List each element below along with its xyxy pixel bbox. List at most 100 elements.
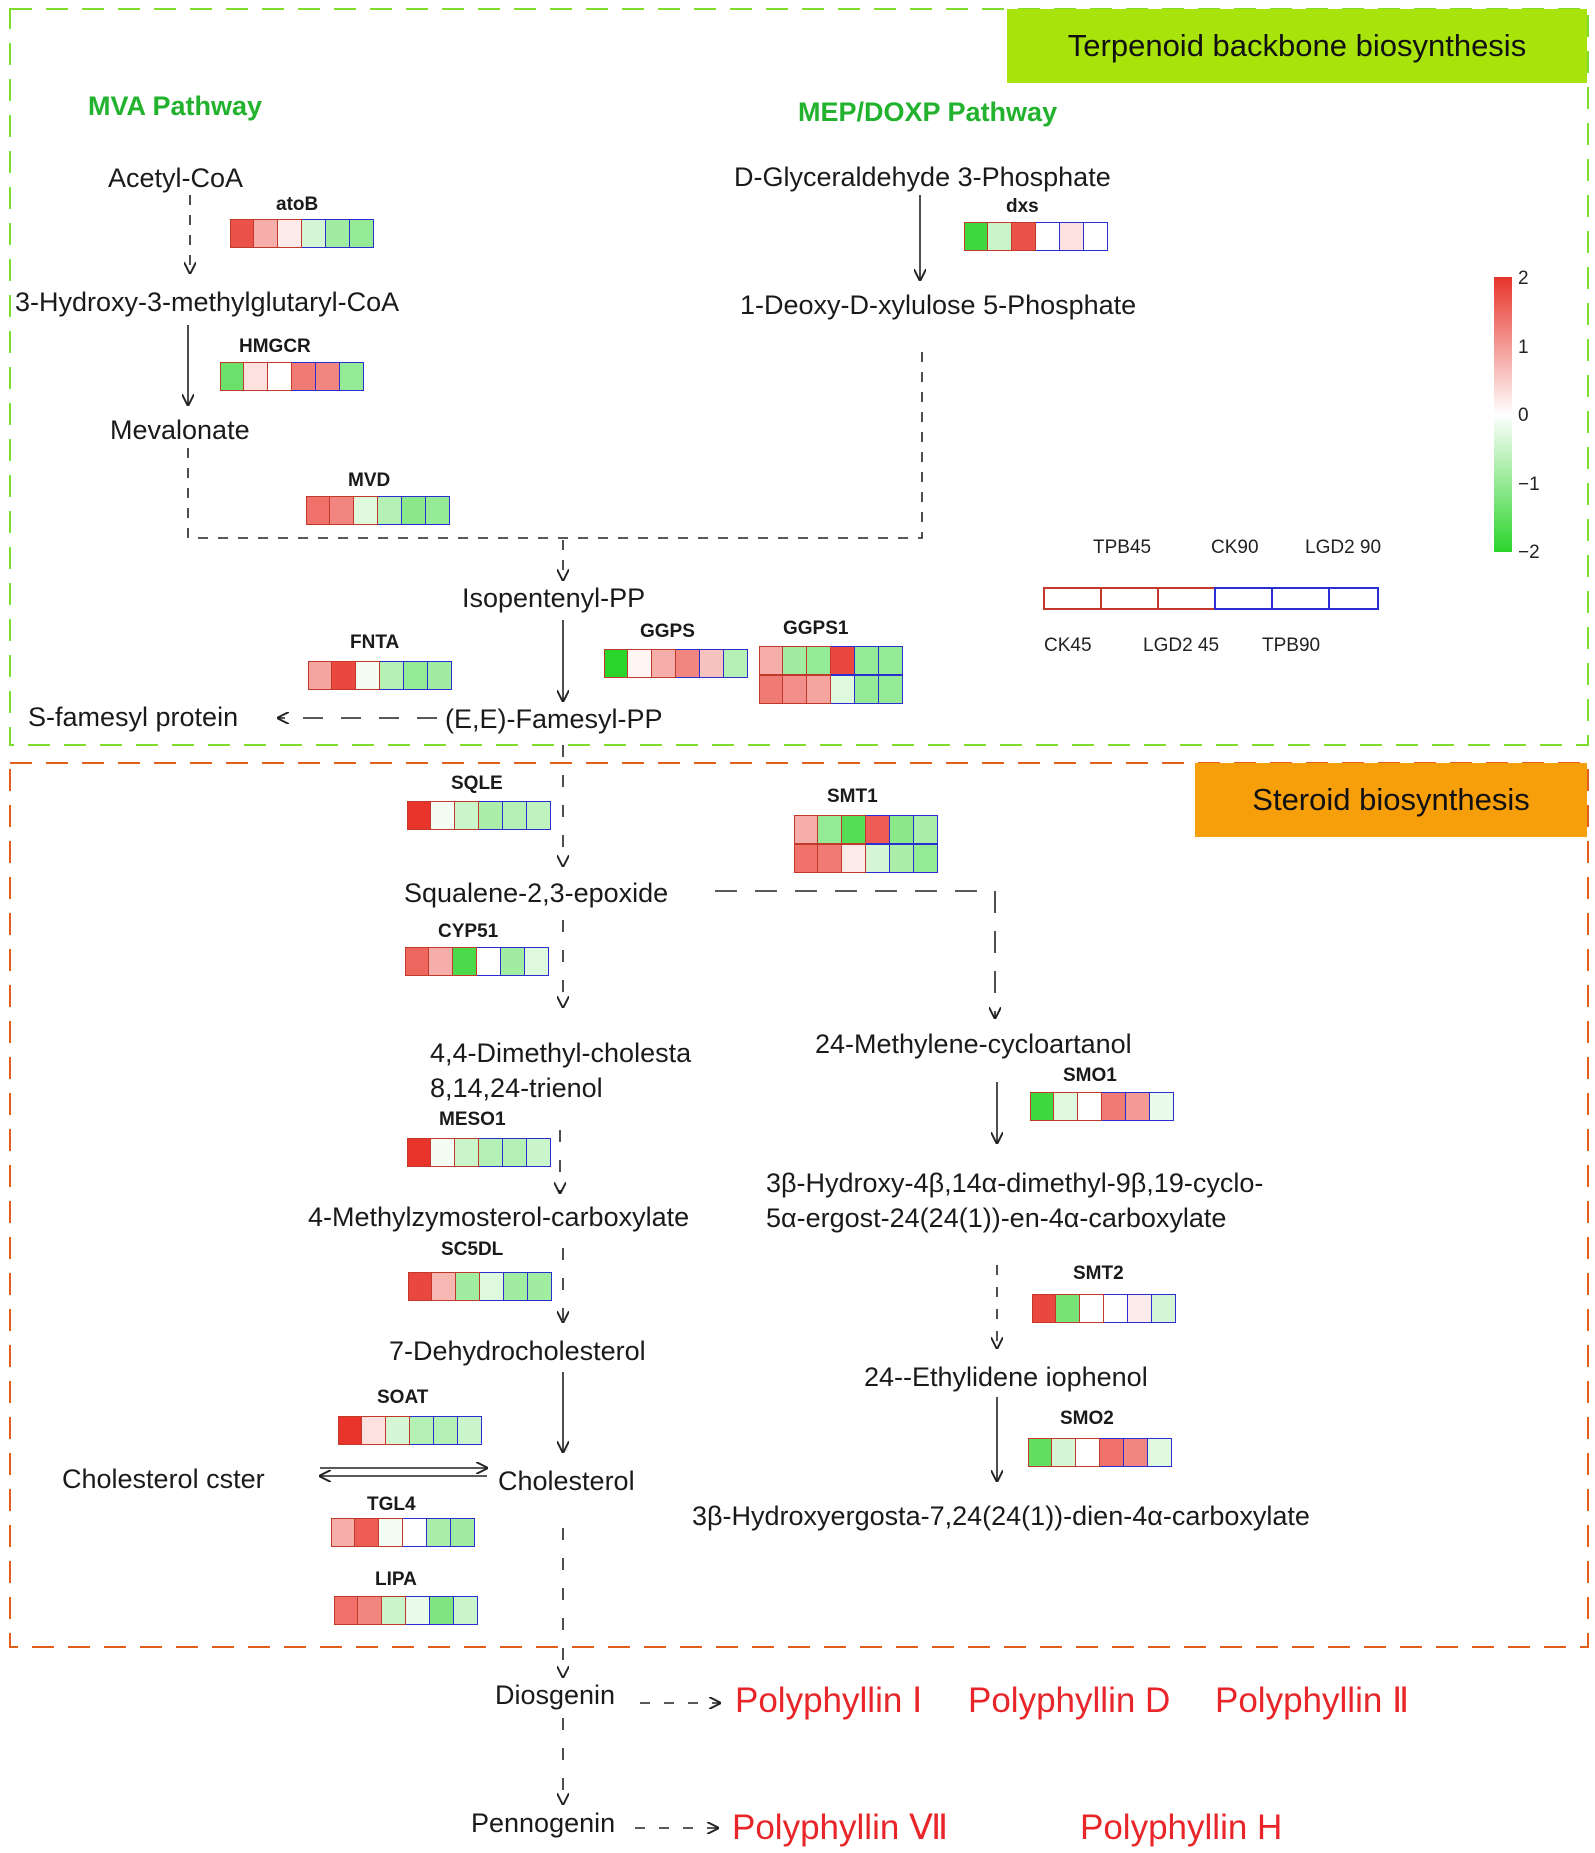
- heatmap-row: [306, 496, 450, 525]
- heatmap-cell-lgd290: [914, 844, 938, 873]
- heatmap-cell-lgd290: [527, 801, 551, 830]
- heatmap-cell-tpb90: [402, 496, 426, 525]
- legend-label-ck45: CK45: [1044, 635, 1092, 656]
- heatmap-cell-tpb90: [890, 844, 914, 873]
- gene-label-dxs: dxs: [1006, 196, 1039, 217]
- heatmap-cell-lgd290: [1152, 1294, 1176, 1323]
- heatmap-cell-ck90: [302, 219, 326, 248]
- gene-label-sqle: SQLE: [451, 773, 503, 794]
- heatmap-cell-tpb45: [244, 362, 268, 391]
- heatmap-cell-ck45: [220, 362, 244, 391]
- heatmap-cell-tpb90: [700, 649, 724, 678]
- scale-tick-0: 0: [1518, 405, 1529, 426]
- legend-cell-tpb90: [1271, 587, 1330, 610]
- heatmap-row: [338, 1416, 482, 1445]
- heatmap-row: [220, 362, 364, 391]
- heatmap-cell-ck45: [338, 1416, 362, 1445]
- heatmap-cell-tpb90: [404, 661, 428, 690]
- heatmap-cell-ck45: [230, 219, 254, 248]
- metabolite-pennogenin: Pennogenin: [471, 1808, 616, 1838]
- sample-order-legend: [1043, 587, 1379, 610]
- heatmap-cell-lgd245: [278, 219, 302, 248]
- metabolite-mevalonate: Mevalonate: [110, 415, 250, 445]
- metabolite-dimethyl-cholesta-line1: 4,4-Dimethyl-cholesta: [430, 1038, 692, 1068]
- product-polyphyllin-h: Polyphyllin H: [1080, 1808, 1283, 1847]
- heatmap-row: [407, 801, 551, 830]
- mva-pathway-label: MVA Pathway: [88, 91, 263, 121]
- legend-cell-tpb45: [1100, 587, 1159, 610]
- heatmap-cell-ck45: [331, 1518, 355, 1547]
- heatmap-cell-tpb45: [431, 801, 455, 830]
- heatmap-cell-lgd290: [350, 219, 374, 248]
- heatmap-cell-lgd245: [1076, 1438, 1100, 1467]
- heatmap-smt2: [1032, 1294, 1176, 1323]
- metabolite-dimethyl-cholesta-line2: 8,14,24-trienol: [430, 1073, 603, 1103]
- heatmap-cell-lgd290: [528, 1272, 552, 1301]
- gene-label-smo2: SMO2: [1060, 1408, 1114, 1429]
- metabolite-diosgenin: Diosgenin: [495, 1680, 616, 1710]
- heatmap-cell-lgd290: [340, 362, 364, 391]
- heatmap-cell-ck45: [308, 661, 332, 690]
- heatmap-cell-tpb45: [330, 496, 354, 525]
- scale-tick-minus-1: −1: [1518, 474, 1540, 495]
- legend-cell-lgd245: [1157, 587, 1216, 610]
- heatmap-cell-ck90: [406, 1596, 430, 1625]
- heatmap-ggps: [604, 649, 748, 678]
- heatmap-tgl4: [331, 1518, 475, 1547]
- heatmap-cell-tpb90: [1126, 1092, 1150, 1121]
- heatmap-cell-tpb45: [783, 646, 807, 675]
- heatmap-row: [331, 1518, 475, 1547]
- legend-label-tpb90: TPB90: [1262, 635, 1321, 656]
- legend-label-lgd290: LGD2 90: [1305, 537, 1382, 558]
- heatmap-cell-lgd245: [453, 947, 477, 976]
- heatmap-cell-lgd290: [724, 649, 748, 678]
- mep-pathway-label: MEP/DOXP Pathway: [798, 97, 1058, 127]
- gene-label-meso1: MESO1: [439, 1109, 506, 1130]
- heatmap-cell-lgd290: [451, 1518, 475, 1547]
- heatmap-row: [1028, 1438, 1172, 1467]
- heatmap-cell-tpb45: [431, 1138, 455, 1167]
- gene-label-hmgcr: HMGCR: [239, 336, 311, 357]
- scale-tick-1: 1: [1518, 337, 1529, 358]
- metabolite-hydroxy-dimethyl-line1: 3β-Hydroxy-4β,14α-dimethyl-9β,19-cyclo-: [766, 1168, 1264, 1198]
- heatmap-cell-lgd290: [527, 1138, 551, 1167]
- metabolite-hydroxy-dimethyl-line2: 5α-ergost-24(24(1))-en-4α-carboxylate: [766, 1203, 1227, 1233]
- heatmap-cell-lgd245: [354, 496, 378, 525]
- heatmap-cell-lgd245: [268, 362, 292, 391]
- metabolite-dxp: 1-Deoxy-D-xylulose 5-Phosphate: [740, 290, 1137, 320]
- heatmap-smo2: [1028, 1438, 1172, 1467]
- heatmap-cell-lgd290: [458, 1416, 482, 1445]
- heatmap-cell-ck90: [1100, 1438, 1124, 1467]
- heatmap-cell-lgd245: [807, 646, 831, 675]
- metabolite-24-ethylidene-lophenol: 24--Ethylidene iophenol: [864, 1362, 1148, 1392]
- heatmap-cell-ck45: [1030, 1092, 1054, 1121]
- heatmap-cell-lgd245: [386, 1416, 410, 1445]
- heatmap-sqle: [407, 801, 551, 830]
- metabolite-24-methylene-cycloartanol: 24-Methylene-cycloartanol: [815, 1029, 1132, 1059]
- heatmap-row: [1030, 1092, 1174, 1121]
- heatmap-cell-tpb45: [362, 1416, 386, 1445]
- heatmap-cell-ck90: [831, 675, 855, 704]
- legend-cell-lgd290: [1328, 587, 1379, 610]
- product-polyphyllin-2: Polyphyllin Ⅱ: [1215, 1681, 1410, 1720]
- product-polyphyllin-1: Polyphyllin Ⅰ: [735, 1681, 923, 1720]
- heatmap-cell-tpb45: [432, 1272, 456, 1301]
- heatmap-row: [794, 815, 938, 844]
- heatmap-cell-lgd245: [379, 1518, 403, 1547]
- gene-label-lipa: LIPA: [375, 1569, 417, 1590]
- heatmap-cell-ck90: [292, 362, 316, 391]
- heatmap-row: [964, 222, 1108, 251]
- heatmap-cell-tpb90: [1060, 222, 1084, 251]
- heatmap-cell-ck45: [794, 844, 818, 873]
- heatmap-fnta: [308, 661, 452, 690]
- heatmap-cell-ck90: [866, 844, 890, 873]
- heatmap-cell-tpb45: [358, 1596, 382, 1625]
- metabolite-cholesterol-ester: Cholesterol cster: [62, 1464, 265, 1494]
- heatmap-cell-lgd290: [914, 815, 938, 844]
- heatmap-cell-lgd290: [879, 646, 903, 675]
- heatmap-cell-tpb90: [504, 1272, 528, 1301]
- legend-cell-ck90: [1214, 587, 1273, 610]
- heatmap-cell-lgd245: [1012, 222, 1036, 251]
- heatmap-cell-ck45: [306, 496, 330, 525]
- steroid-section-frame: [9, 762, 1589, 1648]
